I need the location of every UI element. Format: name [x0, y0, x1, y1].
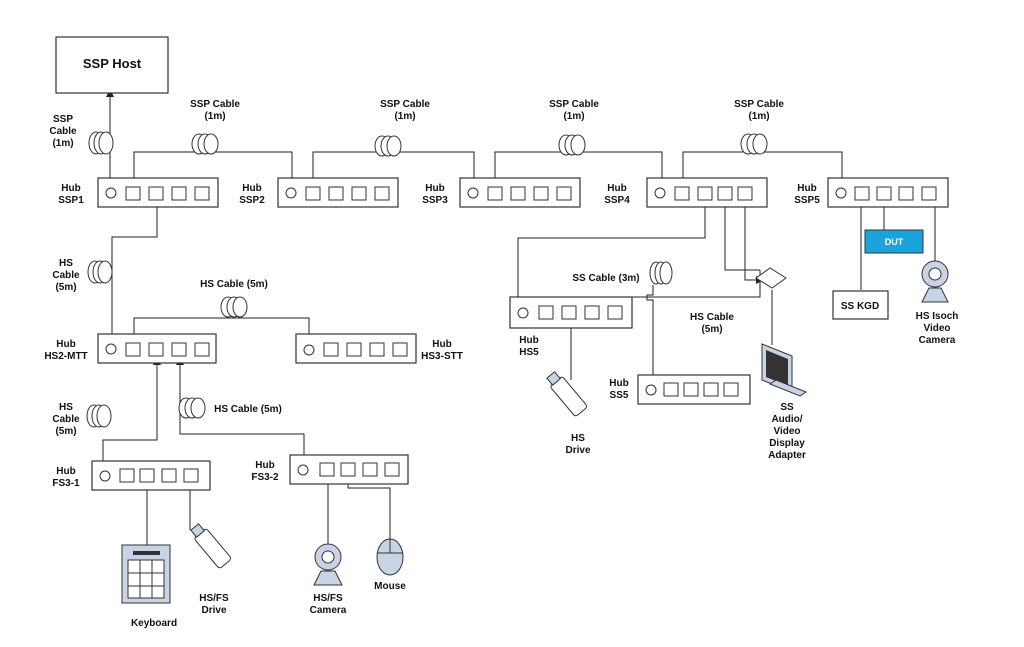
hub-ssp5 — [827, 177, 949, 208]
cable-ssp4-ssp5-label: SSP Cable(1m) — [734, 99, 784, 122]
hsfs-camera-icon — [313, 543, 343, 586]
ssp-host-box — [55, 36, 169, 94]
hubs — [91, 177, 949, 491]
ssp-host-label: SSP Host — [83, 56, 142, 71]
usb-drive-icon — [546, 371, 587, 417]
hub-hs5 — [509, 296, 633, 329]
hub-fs3-2 — [289, 454, 409, 485]
cable-coil-icon — [740, 133, 768, 155]
cable-hs2-fs32-label: HS Cable (5m) — [214, 404, 282, 415]
cable-coil-icon — [558, 134, 586, 156]
cable-ssp1-ssp2-label: SSP Cable(1m) — [190, 99, 240, 122]
hub-hs3-stt — [295, 333, 417, 364]
mouse-icon — [376, 538, 404, 576]
cable-ssp3-ssp4-label: SSP Cable(1m) — [549, 99, 599, 122]
hub-ssp3 — [459, 177, 581, 208]
cable-coil-icon — [220, 296, 248, 318]
dut-box — [864, 229, 924, 254]
hub-hs2-mtt — [97, 333, 217, 364]
monitor-icon — [761, 343, 808, 397]
isoch-video-camera-icon — [921, 260, 949, 303]
cable-hs2-hs3-label: HS Cable (5m) — [200, 279, 268, 290]
usb-drive-icon — [190, 523, 231, 569]
cable-coil-icon — [178, 397, 206, 419]
cable-ss-3m-label: SS Cable (3m) — [572, 273, 639, 284]
hub-ssp1 — [97, 177, 219, 208]
ss-kgd-label: SS KGD — [841, 301, 879, 312]
cable-coil-icon — [649, 261, 673, 285]
cable-coil-icon — [86, 404, 112, 428]
cable-coil-icon — [374, 135, 402, 157]
keyboard-label: Keyboard — [131, 618, 177, 629]
hub-fs3-1 — [91, 460, 211, 491]
dut-label: DUT — [885, 237, 904, 247]
adapter-connector-icon — [755, 267, 787, 289]
mouse-label: Mouse — [374, 581, 406, 592]
hub-ss5 — [637, 374, 751, 405]
hub-ssp4 — [646, 177, 768, 208]
cable-coil-icon — [191, 133, 219, 155]
hub-ssp2 — [277, 177, 399, 208]
ss-kgd-box — [832, 290, 889, 320]
cable-coil-icon — [88, 131, 114, 155]
keyboard-icon — [121, 544, 171, 604]
cable-coils — [86, 131, 768, 428]
cable-ssp2-ssp3-label: SSP Cable(1m) — [380, 99, 430, 122]
cable-hs-5m-label: HS Cable(5m) — [690, 312, 734, 335]
cable-coil-icon — [87, 260, 113, 284]
